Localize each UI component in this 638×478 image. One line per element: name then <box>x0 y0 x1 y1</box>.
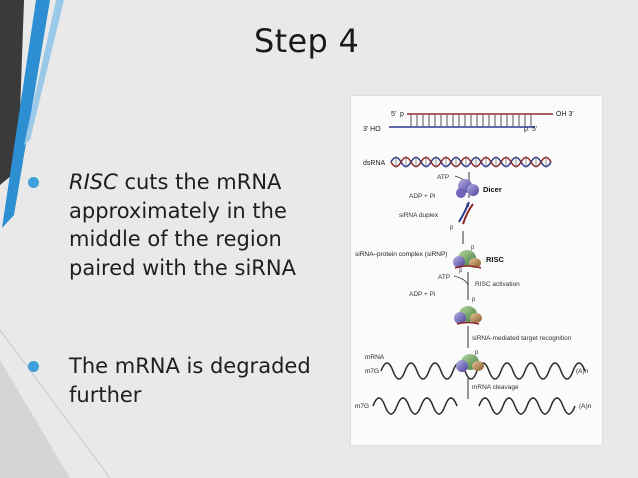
label-atp-2: ATP <box>438 274 450 281</box>
mrna-strand-1 <box>380 362 586 380</box>
bullet-1-text: RISC cuts the mRNA approximately in the … <box>69 168 326 282</box>
bullet-1-body: cuts the mRNA approximately in the middl… <box>69 170 296 280</box>
label-dsrna: dsRNA <box>363 160 386 167</box>
mrna-fragment-3prime <box>478 397 576 415</box>
label-p3: p <box>471 245 475 251</box>
bound-risc-icon <box>456 354 484 372</box>
dsrna-helix <box>390 156 552 168</box>
label-m7g-2: m7G <box>355 403 369 410</box>
bullet-2: The mRNA is degraded further <box>28 352 326 409</box>
label-bot-3ho: 3' HO <box>363 126 381 133</box>
label-adp-1: ADP + Pi <box>409 193 435 200</box>
bullet-2-text: The mRNA is degraded further <box>69 354 311 407</box>
label-top-5prime: 5' <box>391 111 396 118</box>
label-sirnp: siRNA–protein complex (siRNP) <box>355 251 447 258</box>
label-m7g-1: m7G <box>365 368 379 375</box>
risc-complex-icon <box>453 250 482 269</box>
slide-title: Step 4 <box>254 22 360 60</box>
accent-bottom-shade <box>0 360 70 478</box>
mrna-fragment-5prime <box>372 397 458 415</box>
label-bot-5prime: 5' <box>532 126 537 133</box>
label-adp-2: ADP + Pi <box>409 291 435 298</box>
label-p6: p <box>475 350 479 356</box>
rnai-diagram: 5' p OH 3' 3' HO p 5' dsRNA <box>355 111 592 415</box>
label-p2: p <box>450 225 454 231</box>
top-duplex <box>389 113 553 128</box>
label-target-recognition: siRNA-mediated target recognition <box>472 335 572 342</box>
active-risc-icon <box>454 306 482 325</box>
label-top-p: p <box>400 111 404 118</box>
label-p5: p <box>472 297 476 303</box>
bullet-dot <box>28 177 39 188</box>
accent-bottom-line <box>0 329 111 478</box>
bullet-1-emphasis: RISC <box>69 170 118 194</box>
label-polya-2: (A)n <box>579 403 592 410</box>
label-p4: p <box>459 268 463 274</box>
label-mrna-cleavage: mRNA cleavage <box>472 384 519 391</box>
label-risc-activation: RISC activation <box>475 281 520 288</box>
label-top-oh3: OH 3' <box>556 111 574 118</box>
label-sirna-duplex: siRNA duplex <box>399 212 439 219</box>
atp-curve-2 <box>453 275 469 286</box>
label-risc: RISC <box>486 255 505 264</box>
dicer-icon <box>456 179 479 198</box>
label-mrna: mRNA <box>365 354 385 361</box>
sirna-duplex-icon <box>458 201 474 225</box>
label-polya-1: (A)n <box>576 368 589 375</box>
accent-light-stripe <box>24 0 64 145</box>
accent-stripes <box>0 0 111 478</box>
accent-blue-stripe <box>2 0 50 228</box>
label-dicer: Dicer <box>483 185 502 194</box>
bullet-1: RISC cuts the mRNA approximately in the … <box>28 168 326 282</box>
rnai-pathway-figure: 5' p OH 3' 3' HO p 5' dsRNA <box>350 95 603 446</box>
label-bot-p: p <box>524 126 528 133</box>
bullet-dot <box>28 361 39 372</box>
label-atp-1: ATP <box>437 174 449 181</box>
